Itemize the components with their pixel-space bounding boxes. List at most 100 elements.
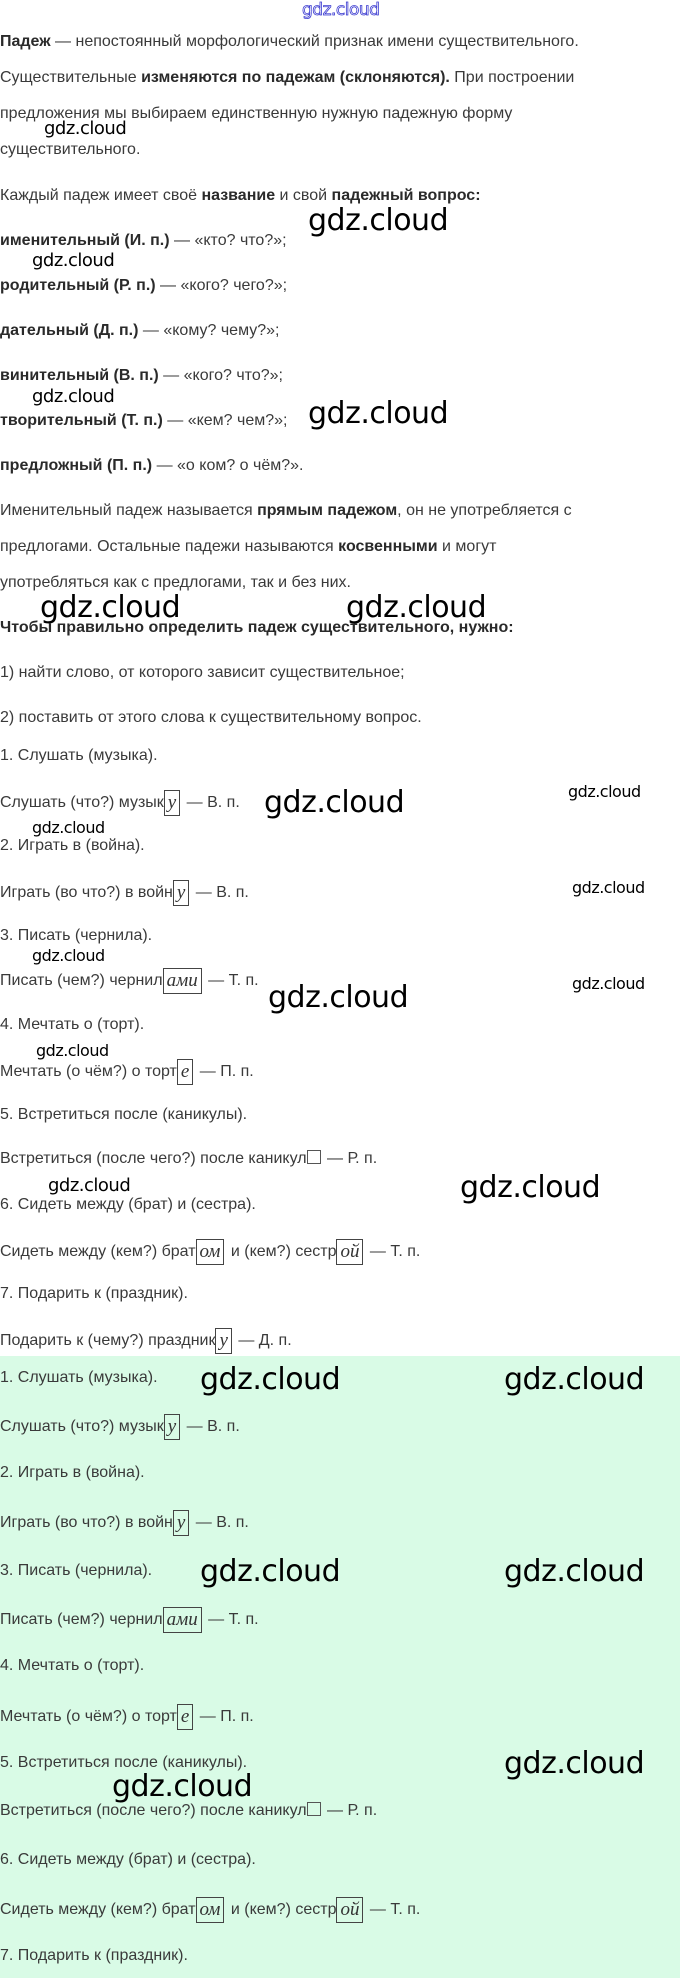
text: и свой — [275, 187, 332, 204]
text: — Т. п. — [203, 972, 259, 990]
term-bold: Падеж — [0, 33, 51, 50]
text: и (кем?) сестр — [226, 1901, 337, 1919]
case-name: родительный (Р. п.) — [0, 277, 156, 294]
text: — Т. п. — [365, 1243, 421, 1261]
answer-task: 3. Писать (чернила). — [0, 1562, 153, 1579]
ending-box: у — [172, 1510, 190, 1536]
text: Именительный падеж называется — [0, 502, 258, 519]
text: — Р. п. — [322, 1150, 378, 1167]
watermark: gdz.cloud — [200, 1362, 341, 1397]
case-item: родительный (Р. п.) — «кого? чего?»; — [0, 276, 287, 296]
case-name: творительный (Т. п.) — [0, 412, 163, 429]
text: Слушать (что?) музык — [0, 1418, 164, 1436]
case-item: предложный (П. п.) — «о ком? о чём?». — [0, 456, 304, 476]
watermark: gdz.cloud — [36, 1041, 109, 1060]
watermark: gdz.cloud — [44, 118, 127, 139]
answer-task: 6. Сидеть между (брат) и (сестра). — [0, 1851, 256, 1868]
step-item: 1) найти слово, от которого зависит суще… — [0, 664, 405, 681]
paragraph-definition: Падеж — непостоянный морфологический при… — [0, 32, 579, 52]
exercise-task: 2. Играть в (война). — [0, 837, 145, 854]
step-item: 2) поставить от этого слова к существите… — [0, 709, 422, 726]
ending-box: ой — [336, 1239, 364, 1265]
case-question: — «кого? чего?»; — [155, 277, 288, 294]
paragraph-declension: Существительные изменяются по падежам (с… — [0, 68, 574, 88]
text: Встретиться (после чего?) после каникул — [0, 1150, 307, 1167]
text: , он не употребляется с — [397, 502, 572, 519]
text: предлогами. Остальные падежи называются — [0, 538, 339, 555]
site-logo[interactable]: gdz.cloud — [302, 0, 381, 20]
text: Писать (чем?) чернил — [0, 972, 163, 990]
text: Существительные — [0, 69, 142, 86]
watermark: gdz.cloud — [308, 203, 449, 238]
empty-ending-box — [306, 1150, 321, 1164]
answer-task: 2. Играть в (война). — [0, 1464, 145, 1481]
watermark: gdz.cloud — [268, 980, 409, 1015]
ending-box: у — [163, 790, 181, 816]
case-item: творительный (Т. п.) — «кем? чем?»; — [0, 411, 288, 431]
text: — В. п. — [191, 884, 249, 902]
ending-box: у — [172, 880, 190, 906]
term-bold: косвенными — [338, 538, 438, 555]
ending-box: ами — [162, 1607, 202, 1633]
exercise-task: 1. Слушать (музыка). — [0, 747, 158, 764]
case-question: — «кто? что?»; — [169, 232, 287, 249]
text: При построении — [449, 69, 575, 86]
text: Сидеть между (кем?) брат — [0, 1901, 196, 1919]
text: — В. п. — [182, 1418, 240, 1436]
empty-ending-box — [306, 1802, 321, 1816]
ending-box: ом — [195, 1239, 225, 1265]
exercise-task: 4. Мечтать о (торт). — [0, 1016, 145, 1033]
case-question: — «о ком? о чём?». — [152, 457, 304, 474]
text: — П. п. — [195, 1063, 254, 1081]
text: Играть (во что?) в войн — [0, 884, 173, 902]
case-question: — «кого? что?»; — [158, 367, 283, 384]
case-name: винительный (В. п.) — [0, 367, 159, 384]
text: — П. п. — [195, 1708, 254, 1726]
watermark: gdz.cloud — [112, 1769, 253, 1804]
ending-box: е — [176, 1059, 194, 1085]
exercise-answer: Встретиться (после чего?) после каникул … — [0, 1149, 377, 1169]
text: Мечтать (о чём?) о торт — [0, 1708, 177, 1726]
term-bold: прямым падежом — [257, 502, 398, 519]
ending-box: ой — [336, 1897, 364, 1923]
watermark: gdz.cloud — [568, 782, 641, 801]
answer-line: Встретиться (после чего?) после каникул … — [0, 1801, 377, 1821]
ending-box: е — [176, 1704, 194, 1730]
text: Встретиться (после чего?) после каникул — [0, 1802, 307, 1819]
ending-box: ом — [195, 1897, 225, 1923]
paragraph-how-to: Чтобы правильно определить падеж существ… — [0, 619, 514, 636]
text: Мечтать (о чём?) о торт — [0, 1063, 177, 1081]
paragraph-line: предложения мы выбираем единственную нуж… — [0, 105, 513, 122]
watermark: gdz.cloud — [572, 974, 645, 993]
watermark: gdz.cloud — [40, 590, 181, 625]
case-item: дательный (Д. п.) — «кому? чему?»; — [0, 321, 280, 341]
answer-task: 7. Подарить к (праздник). — [0, 1947, 188, 1964]
watermark: gdz.cloud — [264, 785, 405, 820]
watermark: gdz.cloud — [32, 250, 115, 271]
case-question: — «кому? чему?»; — [138, 322, 280, 339]
text: — непостоянный морфологический признак и… — [50, 33, 579, 50]
text: — Т. п. — [203, 1611, 259, 1629]
watermark: gdz.cloud — [200, 1554, 341, 1589]
text: Слушать (что?) музык — [0, 794, 164, 812]
case-name: дательный (Д. п.) — [0, 322, 139, 339]
watermark: gdz.cloud — [308, 396, 449, 431]
paragraph-oblique-case: предлогами. Остальные падежи называются … — [0, 537, 496, 557]
text: Писать (чем?) чернил — [0, 1611, 163, 1629]
term-bold: название — [201, 187, 276, 204]
case-question: — «кем? чем?»; — [162, 412, 288, 429]
watermark: gdz.cloud — [346, 590, 487, 625]
watermark: gdz.cloud — [32, 946, 105, 965]
text: — Р. п. — [322, 1802, 378, 1819]
text: Играть (во что?) в войн — [0, 1514, 173, 1532]
answer-task: 5. Встретиться после (каникулы). — [0, 1754, 248, 1771]
paragraph-line: существительного. — [0, 141, 141, 158]
term-bold: падежный вопрос: — [331, 187, 481, 204]
